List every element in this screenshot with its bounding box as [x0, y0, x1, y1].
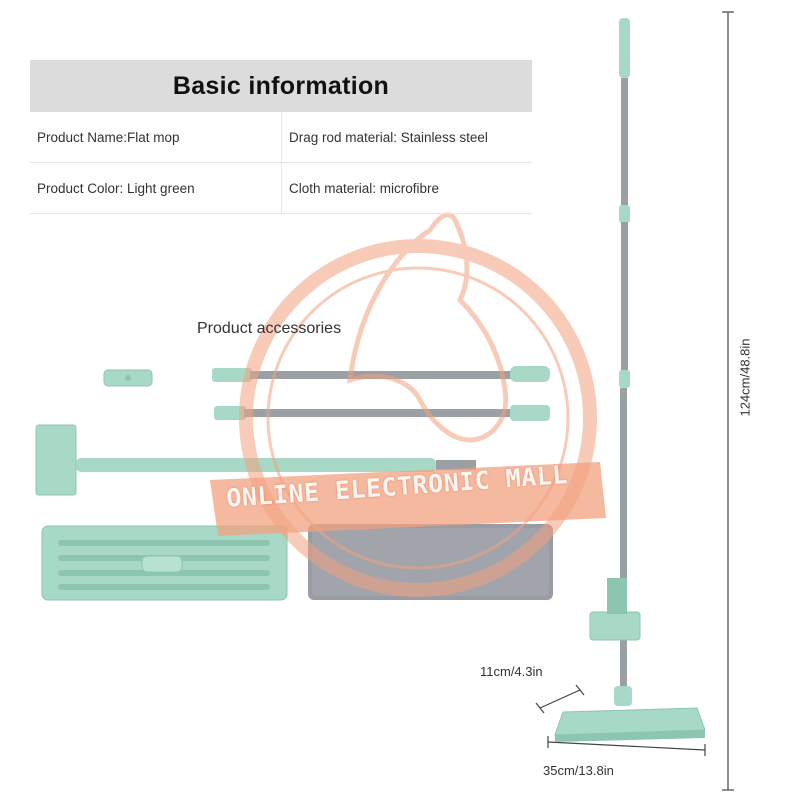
accessory-rod-2	[214, 405, 550, 421]
info-row: Product Name:Flat mop Drag rod material:…	[30, 112, 532, 163]
height-dimension-line	[722, 11, 734, 791]
assembled-mop	[554, 18, 706, 742]
basic-information-title: Basic information	[30, 60, 532, 112]
accessories-title: Product accessories	[197, 320, 342, 337]
height-dimension-label: 124cm/48.8in	[737, 338, 753, 417]
basic-information-table: Basic information Product Name:Flat mop …	[30, 60, 532, 214]
depth-dimension-line	[535, 684, 585, 714]
depth-dimension-label: 11cm/4.3in	[480, 664, 543, 679]
info-row: Product Color: Light green Cloth materia…	[30, 163, 532, 214]
width-dimension-label: 35cm/13.8in	[543, 763, 614, 778]
accessory-clip	[103, 369, 153, 387]
watermark-logo	[239, 212, 597, 597]
product-color-cell: Product Color: Light green	[37, 180, 195, 196]
accessory-mop-base	[41, 525, 288, 601]
width-dimension-line	[547, 736, 706, 756]
rod-material-cell: Drag rod material: Stainless steel	[281, 112, 532, 162]
cloth-material-cell: Cloth material: microfibre	[281, 163, 532, 213]
product-name-cell: Product Name:Flat mop	[37, 129, 180, 145]
watermark-banner	[210, 462, 606, 536]
